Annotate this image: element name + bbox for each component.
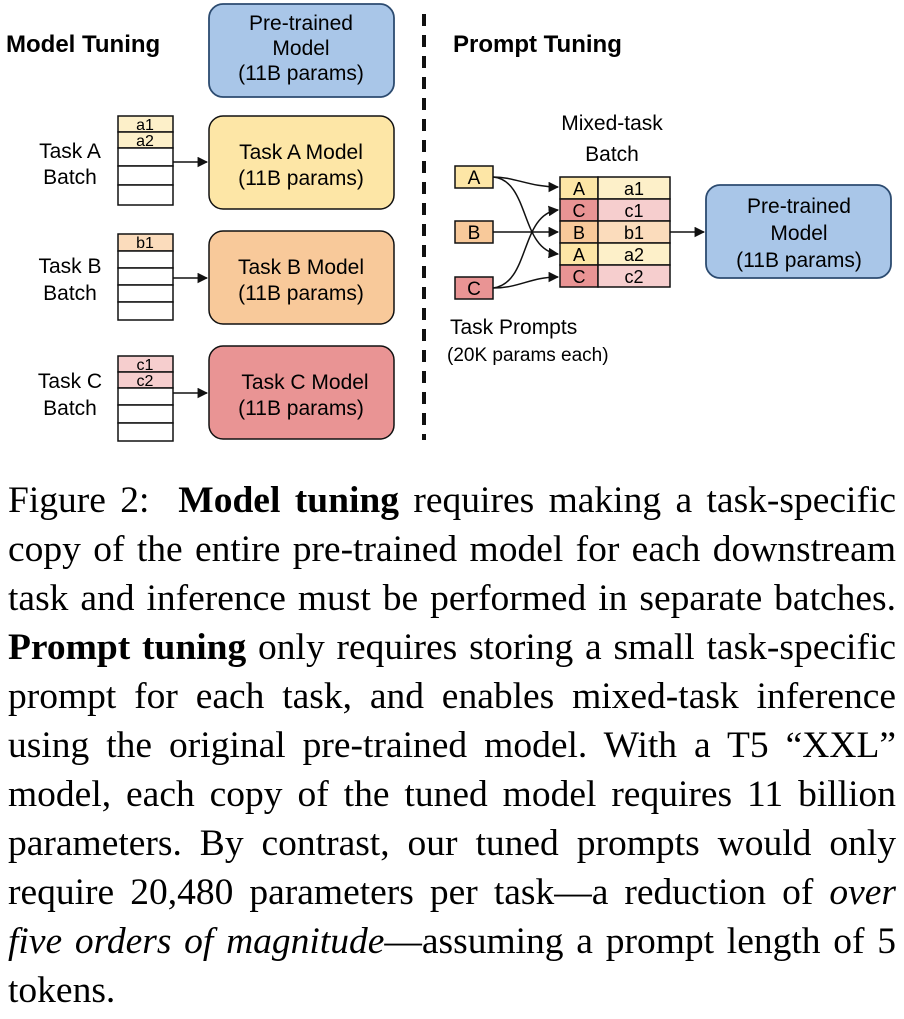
task-c-row-3 — [117, 387, 174, 406]
mixed-row-3-input-label: b1 — [624, 223, 644, 243]
task-c-model-line2: (11B params) — [238, 397, 364, 420]
caption-italic: over five orders of magnitude — [8, 872, 897, 962]
right-pretrained-line2: Model — [770, 222, 827, 245]
task-c-row-1-label: c1 — [137, 357, 154, 374]
mixed-batch-label-line1: Mixed-task — [561, 112, 663, 135]
task-c-model-line1: Task C Model — [241, 371, 368, 394]
mixed-row-4-prompt-label: A — [573, 245, 585, 265]
prompt-tuning-title: Prompt Tuning — [453, 31, 622, 58]
left-pretrained-line2: Model — [272, 37, 329, 60]
task-b-group: Task B Batch b1 Task B Model (11B params… — [38, 230, 395, 325]
task-b-batch-label-line2: Batch — [43, 282, 97, 305]
task-a-row-2-label: a2 — [136, 133, 154, 150]
mixed-row-1-prompt-label: A — [573, 179, 585, 199]
task-prompt-a-label: A — [468, 168, 481, 189]
task-c-row-5 — [117, 422, 174, 442]
left-pretrained-model-box: Pre-trained Model (11B params) — [208, 3, 395, 98]
right-pretrained-model-rect — [705, 184, 892, 279]
task-a-model-line2: (11B params) — [238, 167, 364, 190]
right-pretrained-line3: (11B params) — [736, 249, 862, 272]
caption-text-1: requires making a task-specific copy of … — [8, 480, 897, 619]
task-b-model-rect — [208, 230, 395, 325]
task-a-row-4 — [117, 165, 174, 186]
arrow-a-to-row4 — [492, 176, 560, 259]
task-b-model-line1: Task B Model — [238, 256, 364, 279]
prompt-routing-arrows — [492, 176, 560, 289]
task-c-batch-label-line1: Task C — [38, 370, 102, 393]
mixed-row-5-prompt-label: C — [573, 267, 586, 287]
mixed-row-5-input — [597, 264, 671, 288]
caption-bold-prompt-tuning: Prompt tuning — [8, 627, 247, 668]
left-pretrained-line3: (11B params) — [238, 62, 364, 85]
task-b-row-1-label: b1 — [136, 235, 154, 252]
task-a-row-1-label: a1 — [136, 117, 154, 134]
task-prompt-c: C — [454, 276, 494, 300]
task-c-row-2-label: c2 — [137, 373, 154, 390]
task-prompt-b-label: B — [468, 223, 481, 244]
model-tuning-title: Model Tuning — [6, 31, 160, 58]
task-b-batch-table: b1 — [117, 233, 174, 321]
mixed-row-3-prompt-label: B — [573, 223, 585, 243]
mixed-row-2-input-label: c1 — [624, 201, 643, 221]
task-b-row-4 — [117, 284, 174, 303]
right-pretrained-line1: Pre-trained — [747, 195, 851, 218]
task-prompt-c-label: C — [467, 279, 481, 300]
caption-text-3: —assuming a prompt length of 5 tokens. — [8, 921, 896, 1011]
task-b-row-2 — [117, 250, 174, 269]
mixed-row-5-input-label: c2 — [624, 267, 643, 287]
right-pretrained-model-box: Pre-trained Model (11B params) — [705, 184, 892, 279]
task-b-model-line2: (11B params) — [238, 282, 364, 305]
mixed-row-2-prompt-label: C — [573, 201, 586, 221]
mixed-task-batch-table: A a1 C c1 B b1 A a2 C c2 — [559, 176, 671, 288]
task-prompts-label-line1: Task Prompts — [450, 316, 577, 339]
task-b-row-5 — [117, 301, 174, 321]
task-a-batch-label-line1: Task A — [39, 140, 101, 163]
task-c-model-rect — [208, 345, 395, 440]
caption-text-2: only requires storing a small task-speci… — [8, 627, 897, 913]
task-b-row-3 — [117, 267, 174, 286]
caption-bold-model-tuning: Model tuning — [178, 480, 399, 521]
arrow-a-to-row1 — [492, 176, 560, 193]
mixed-batch-label-line2: Batch — [585, 143, 639, 166]
left-pretrained-model-rect — [208, 3, 395, 98]
task-b-batch-label-line1: Task B — [38, 255, 101, 278]
task-a-model-rect — [208, 115, 395, 210]
task-a-group: Task A Batch a1 a2 Task A Model (11B par… — [39, 115, 395, 210]
caption-prefix: Figure 2: — [8, 480, 150, 521]
task-prompts-label-line2: (20K params each) — [447, 345, 609, 366]
figure-diagram: Model Tuning Pre-trained Model (11B para… — [6, 3, 892, 442]
left-pretrained-line1: Pre-trained — [249, 12, 353, 35]
task-c-batch-label-line2: Batch — [43, 397, 97, 420]
task-prompt-a: A — [454, 165, 494, 189]
task-c-batch-table: c1 c2 — [117, 355, 174, 442]
task-c-group: Task C Batch c1 c2 Task C Model (11B par… — [38, 345, 395, 442]
arrow-c-to-row2 — [492, 205, 560, 289]
figure-caption: Figure 2: Model tuning requires making a… — [8, 476, 896, 1015]
task-a-row-5 — [117, 184, 174, 206]
task-a-row-3 — [117, 147, 174, 167]
task-a-model-line1: Task A Model — [239, 141, 363, 164]
task-a-batch-table: a1 a2 — [117, 115, 174, 206]
task-a-batch-label-line2: Batch — [43, 166, 97, 189]
mixed-row-4-input-label: a2 — [624, 245, 644, 265]
mixed-row-1-input-label: a1 — [624, 179, 644, 199]
task-prompt-b: B — [454, 220, 494, 244]
arrow-c-to-row5 — [492, 271, 560, 289]
task-c-row-4 — [117, 404, 174, 424]
